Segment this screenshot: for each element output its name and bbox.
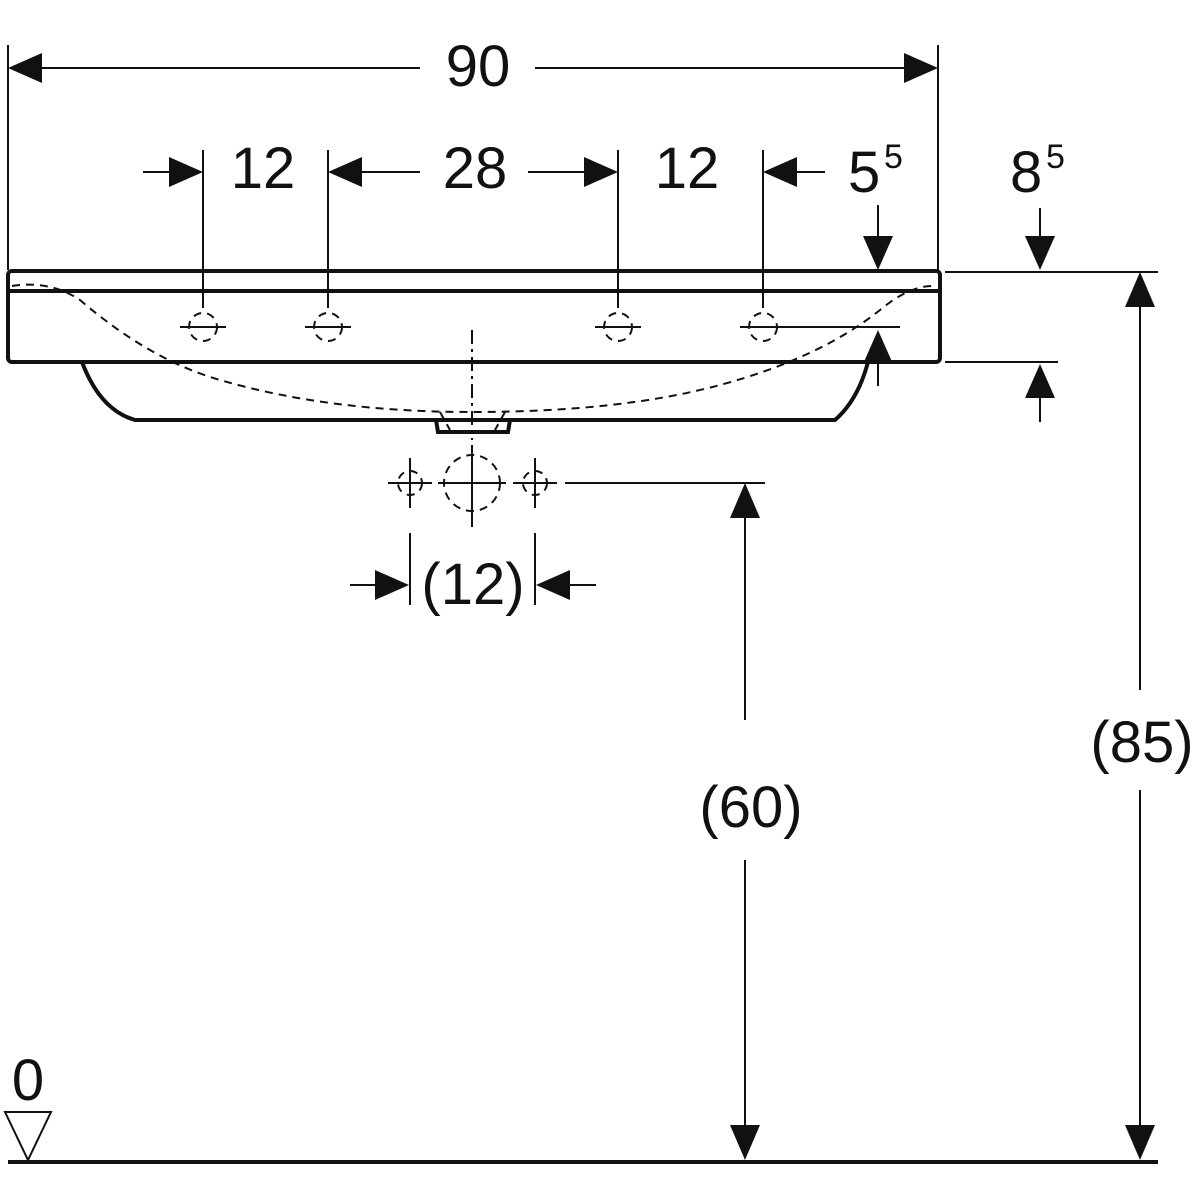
washbasin-outline bbox=[6, 269, 942, 440]
hole-depth-dimension bbox=[863, 205, 893, 386]
supply-left-icon bbox=[388, 458, 432, 508]
right-offset-label: 12 bbox=[655, 136, 720, 201]
tap-hole-icon bbox=[595, 312, 641, 342]
level-triangle-icon bbox=[3, 1111, 53, 1163]
tap-hole-icon bbox=[740, 312, 900, 342]
arrow-left-icon bbox=[328, 157, 362, 187]
tap-hole-icon bbox=[305, 312, 351, 342]
arrow-up-icon bbox=[1025, 364, 1055, 398]
rim-height-sup: 5 bbox=[1046, 138, 1065, 176]
waste-outlet-icon bbox=[438, 445, 506, 527]
arrow-right-icon bbox=[375, 570, 409, 600]
arrow-right-icon bbox=[904, 53, 938, 83]
hole-depth-sup: 5 bbox=[884, 138, 903, 176]
waste-spacing-dimension: (12) bbox=[350, 533, 596, 617]
rim-height-dimension bbox=[945, 208, 1158, 422]
arrow-down-icon bbox=[1025, 236, 1055, 270]
arrow-down-icon bbox=[863, 236, 893, 270]
arrow-down-icon bbox=[730, 1125, 760, 1160]
tap-hole-icon bbox=[180, 312, 226, 342]
arrow-up-icon bbox=[730, 483, 760, 518]
waste-fittings bbox=[388, 445, 765, 527]
hole-depth-label: 5 bbox=[848, 140, 880, 205]
supply-right-icon bbox=[513, 458, 557, 508]
floor-level-label: 0 bbox=[12, 1048, 44, 1113]
total-height-dimension: (85) bbox=[1090, 272, 1194, 1160]
arrow-right-icon bbox=[584, 157, 618, 187]
arrow-left-icon bbox=[763, 157, 797, 187]
overall-width-label: 90 bbox=[446, 34, 511, 99]
rim-height-label: 8 bbox=[1010, 140, 1042, 205]
arrow-left-icon bbox=[8, 53, 42, 83]
floor-level: 0 bbox=[3, 1048, 1158, 1164]
arrow-right-icon bbox=[169, 157, 203, 187]
arrow-up-icon bbox=[1125, 272, 1155, 307]
arrow-down-icon bbox=[1125, 1125, 1155, 1160]
overall-width-dimension: 90 bbox=[7, 34, 939, 270]
waste-height-label: (60) bbox=[699, 775, 802, 840]
arrow-left-icon bbox=[536, 570, 570, 600]
total-height-label: (85) bbox=[1090, 710, 1193, 775]
waste-height-dimension: (60) bbox=[699, 483, 803, 1160]
tap-hole-spacing-dimension: 12 28 12 5 5 8 5 bbox=[143, 136, 1065, 308]
tap-holes bbox=[180, 312, 900, 342]
waste-spacing-label: (12) bbox=[421, 552, 524, 617]
arrow-up-icon bbox=[863, 330, 893, 364]
center-spacing-label: 28 bbox=[443, 136, 508, 201]
left-offset-label: 12 bbox=[231, 136, 296, 201]
